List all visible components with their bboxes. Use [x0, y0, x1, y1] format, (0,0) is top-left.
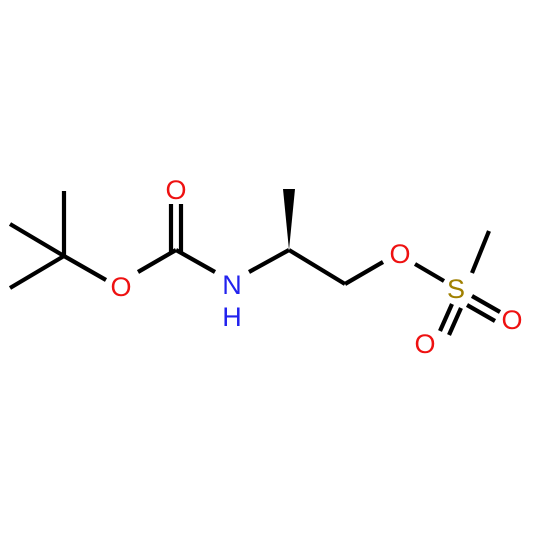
bond-chiral-carbon-to-ch2 [287, 248, 347, 286]
atom-label-sulfonyl-oxygen-right: O [501, 305, 522, 335]
atom-label-carbonyl-oxygen: O [165, 175, 186, 205]
bond-mesyl-oxygen-to-sulfur [413, 262, 446, 283]
bond-ch2-to-mesyl-oxygen [343, 260, 385, 286]
bond-tbu-to-ester-oxygen [62, 254, 108, 282]
bond-ester-oxygen-to-carbonyl-carbon [136, 248, 178, 274]
atom-label-sulfonyl-oxygen-bottom: O [414, 329, 435, 359]
bond-tbu-methyl-upper-left [8, 222, 66, 258]
atom-label-hydrogen: H [222, 302, 242, 332]
atom-label-sulfur: S [447, 274, 465, 304]
bond-nitrogen-to-chiral-carbon [247, 248, 291, 274]
bond-sulfur-oxygen-bottom-a [438, 303, 454, 332]
atom-label-ester-oxygen: O [110, 272, 131, 302]
bond-sulfur-oxygen-bottom-b [447, 307, 463, 336]
bond-sulfur-oxygen-right-b [465, 303, 497, 323]
bond-carbonyl-carbon-to-nitrogen [174, 248, 217, 274]
atom-label-mesyl-oxygen: O [389, 239, 410, 269]
wedge-bond-methyl [283, 189, 295, 250]
atom-label-nitrogen: N [222, 270, 242, 300]
bond-sulfur-to-methyl [470, 230, 491, 274]
bond-tbu-methyl-lower-left [8, 254, 66, 290]
bond-sulfur-oxygen-right-a [470, 294, 502, 314]
